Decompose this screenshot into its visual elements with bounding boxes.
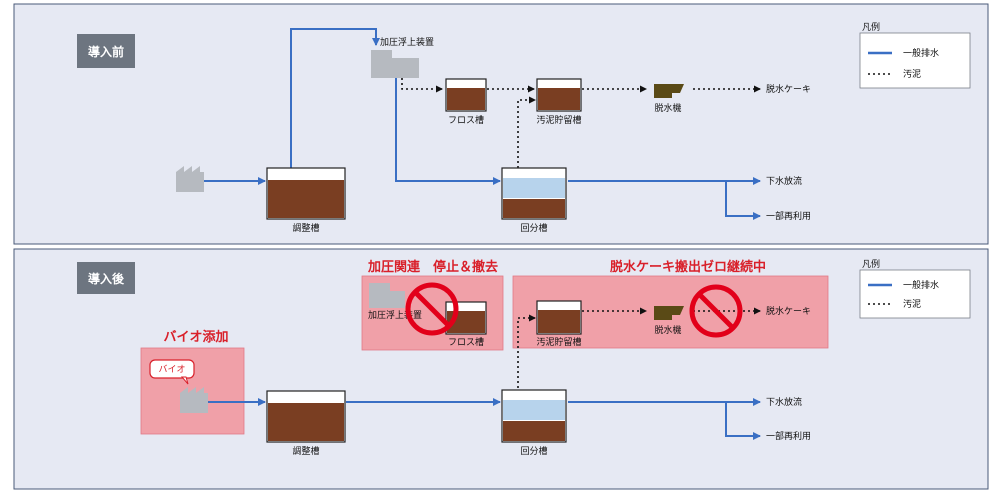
dewatering-machine-icon xyxy=(654,306,684,320)
prohibit-icon xyxy=(689,284,743,338)
legend-title: 凡例 xyxy=(862,21,880,33)
after-badge-box xyxy=(77,262,135,294)
sludge-storage-tank xyxy=(536,78,582,112)
sludge-line xyxy=(517,314,536,388)
water-line xyxy=(290,28,380,168)
separation-tank-label: 回分槽 xyxy=(520,445,547,457)
separation-tank xyxy=(501,389,567,443)
float-tank xyxy=(445,78,487,112)
cake-label: 脱水ケーキ xyxy=(766,83,811,95)
legend-water: 一般排水 xyxy=(903,279,939,291)
before-panel xyxy=(13,3,989,245)
factory-icon xyxy=(176,166,204,192)
dewatering-machine-icon xyxy=(654,84,684,98)
adjustment-tank-label: 調整槽 xyxy=(292,222,319,234)
stop-title: 加圧関連 停止＆撤去 xyxy=(367,259,498,275)
water-line xyxy=(395,78,501,185)
adjustment-tank xyxy=(266,167,346,220)
water-line xyxy=(725,402,761,440)
sludge-storage-label: 汚泥貯留槽 xyxy=(536,336,581,348)
flotation-unit-label: 加圧浮上装置 xyxy=(380,36,434,48)
reuse-label: 一部再利用 xyxy=(766,210,811,222)
legend-before: 凡例 一般排水 汚泥 xyxy=(859,21,971,89)
float-tank-label: フロス槽 xyxy=(448,114,484,126)
sludge-storage-tank xyxy=(536,300,582,335)
separation-tank xyxy=(501,167,567,220)
separation-tank-label: 回分槽 xyxy=(520,222,547,234)
prohibit-icon xyxy=(405,282,459,336)
bio-tag xyxy=(149,359,195,385)
sludge-line xyxy=(401,78,443,93)
legend-title: 凡例 xyxy=(862,258,880,270)
legend-sludge: 汚泥 xyxy=(903,68,921,80)
discharge-label: 下水放流 xyxy=(766,396,802,408)
bio-tag-label: バイオ xyxy=(158,364,185,375)
dewatering-machine-label: 脱水機 xyxy=(654,324,681,336)
before-badge-box xyxy=(77,34,135,68)
legend-water: 一般排水 xyxy=(903,47,939,59)
legend-after: 凡例 一般排水 汚泥 xyxy=(859,258,971,319)
water-line xyxy=(725,181,761,220)
float-tank-label: フロス槽 xyxy=(448,336,484,348)
adjustment-tank-label: 調整槽 xyxy=(292,445,319,457)
reuse-label: 一部再利用 xyxy=(766,430,811,442)
after-badge: 導入後 xyxy=(88,271,125,286)
adjustment-tank xyxy=(266,390,346,443)
dewatering-machine-label: 脱水機 xyxy=(654,102,681,114)
zero-title: 脱水ケーキ搬出ゼロ継続中 xyxy=(610,259,766,275)
cake-label: 脱水ケーキ xyxy=(766,305,811,317)
flotation-unit-icon xyxy=(371,50,419,78)
discharge-label: 下水放流 xyxy=(766,175,802,187)
flotation-unit-label: 加圧浮上装置 xyxy=(368,309,422,321)
bio-title: バイオ添加 xyxy=(163,329,228,345)
before-badge: 導入前 xyxy=(88,44,124,59)
sludge-storage-label: 汚泥貯留槽 xyxy=(536,114,581,126)
factory-icon xyxy=(180,387,208,413)
flotation-unit-icon xyxy=(369,283,405,308)
legend-sludge: 汚泥 xyxy=(903,298,921,310)
